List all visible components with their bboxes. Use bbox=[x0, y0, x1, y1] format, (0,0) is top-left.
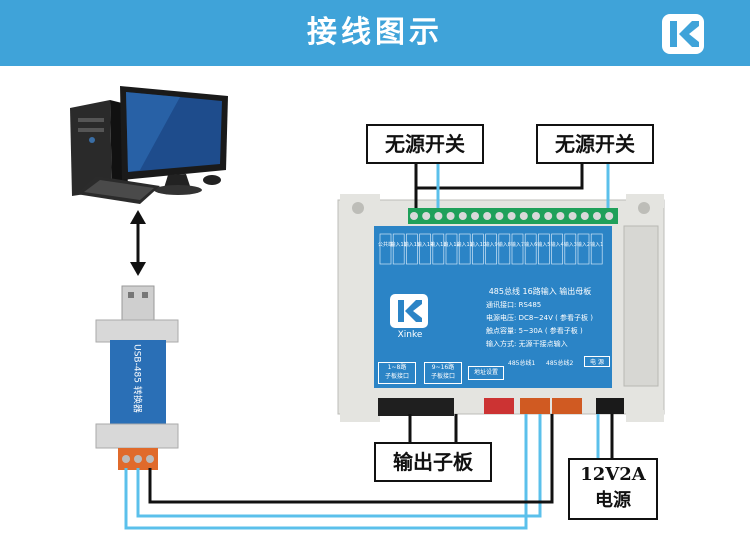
output-board-label: 输出子板 bbox=[374, 442, 492, 482]
spec-comm: 通讯接口: RS485 bbox=[486, 301, 542, 309]
power-panel-label: 电 源 bbox=[584, 356, 610, 367]
button-1-8-line1: 1~8路 bbox=[387, 364, 407, 371]
input-label-frame bbox=[511, 233, 524, 265]
input-label: 输入7 bbox=[511, 241, 524, 248]
terminal-screw bbox=[471, 212, 479, 220]
input-label: 输入13 bbox=[430, 241, 446, 248]
input-label: 输入15 bbox=[404, 241, 420, 248]
input-label: 输入12 bbox=[443, 241, 459, 248]
input-label-frame bbox=[432, 233, 445, 265]
input-label-frame bbox=[577, 233, 590, 265]
input-label: 输入6 bbox=[524, 241, 537, 248]
usb-485-converter bbox=[95, 285, 179, 470]
input-label-frame bbox=[458, 233, 471, 265]
input-label-frame bbox=[406, 233, 418, 265]
button-9-16: 9~16路 子板接口 bbox=[424, 362, 462, 384]
terminal-screw bbox=[519, 212, 528, 220]
spec-voltage: 电源电压: DC8~24V ( 参看子板 ) bbox=[486, 314, 594, 322]
terminal-screw bbox=[605, 212, 614, 220]
power-label: 12V2A 电源 bbox=[568, 458, 658, 520]
input-label: 输入9 bbox=[485, 241, 498, 248]
input-label: 输入14 bbox=[417, 241, 433, 248]
signal-wires bbox=[124, 162, 614, 530]
input-label: 公共端 bbox=[378, 241, 393, 248]
power-text: 电源 bbox=[595, 490, 631, 511]
terminal-screw bbox=[446, 212, 455, 220]
monitor-icon bbox=[120, 86, 228, 195]
xinke-logo bbox=[662, 14, 704, 54]
input-label-frame bbox=[419, 233, 431, 265]
converter-label: USB-485 转换器 bbox=[131, 344, 142, 413]
button-1-8: 1~8路 子板接口 bbox=[378, 362, 416, 384]
input-label-frame bbox=[472, 233, 484, 265]
input-label-frame bbox=[392, 233, 405, 265]
page-title: 接线图示 bbox=[307, 15, 443, 50]
header-banner bbox=[0, 0, 750, 66]
input-label: 输入10 bbox=[470, 241, 486, 248]
terminal-screw bbox=[458, 212, 467, 220]
input-label: 输入3 bbox=[564, 241, 577, 248]
board-logo-icon bbox=[390, 294, 428, 328]
terminal-screw bbox=[422, 212, 431, 220]
board-title: 485总线 16路输入 输出母板 bbox=[488, 287, 592, 296]
bus1-label: 485总线1 bbox=[508, 360, 536, 367]
input-label-frame bbox=[564, 233, 577, 265]
button-9-16-line2: 子板接口 bbox=[430, 373, 455, 380]
switch-label-left: 无源开关 bbox=[366, 124, 484, 164]
keyboard-icon bbox=[76, 176, 160, 204]
terminal-screw bbox=[580, 212, 589, 220]
terminal-screw bbox=[556, 212, 565, 220]
input-label: 输入16 bbox=[391, 241, 407, 248]
terminal-screw bbox=[593, 212, 601, 220]
terminal-screw bbox=[410, 212, 418, 220]
terminal-screw bbox=[544, 212, 553, 220]
terminal-screw bbox=[507, 212, 516, 220]
button-1-8-line2: 子板接口 bbox=[384, 373, 409, 380]
terminal-screw bbox=[568, 212, 577, 220]
input-label-frame bbox=[551, 233, 563, 265]
terminal-screw bbox=[532, 212, 540, 220]
spec-contact: 触点容量: 5~30A ( 参看子板 ) bbox=[486, 327, 583, 335]
address-setting: 地址设置 bbox=[468, 366, 504, 380]
input-label: 输入4 bbox=[551, 241, 564, 248]
input-label-frame bbox=[445, 233, 458, 265]
bus2-label: 485总线2 bbox=[546, 360, 574, 367]
board-brand: Xinke bbox=[397, 330, 423, 340]
terminal-screw bbox=[434, 212, 443, 220]
spec-input: 输入方式: 无源干接点输入 bbox=[486, 340, 568, 348]
button-9-16-line1: 9~16路 bbox=[431, 364, 455, 371]
input-label-frame bbox=[379, 233, 392, 265]
input-label-frame bbox=[538, 233, 550, 265]
mouse-icon bbox=[203, 175, 221, 185]
switch-label-right: 无源开关 bbox=[536, 124, 654, 164]
input-label: 输入8 bbox=[498, 241, 511, 248]
double-arrow-icon bbox=[130, 210, 146, 276]
input-label: 输入5 bbox=[537, 241, 550, 248]
input-label-frame bbox=[524, 233, 537, 265]
input-label: 输入11 bbox=[457, 241, 473, 248]
input-label: 输入1 bbox=[590, 241, 603, 248]
terminal-screw bbox=[483, 212, 492, 220]
input-label-frame bbox=[498, 233, 511, 265]
terminal-screw bbox=[495, 212, 504, 220]
input-label-frame bbox=[485, 233, 497, 265]
input-label: 输入2 bbox=[577, 241, 590, 248]
power-spec: 12V2A bbox=[580, 464, 646, 485]
input-label-frame bbox=[590, 233, 603, 265]
